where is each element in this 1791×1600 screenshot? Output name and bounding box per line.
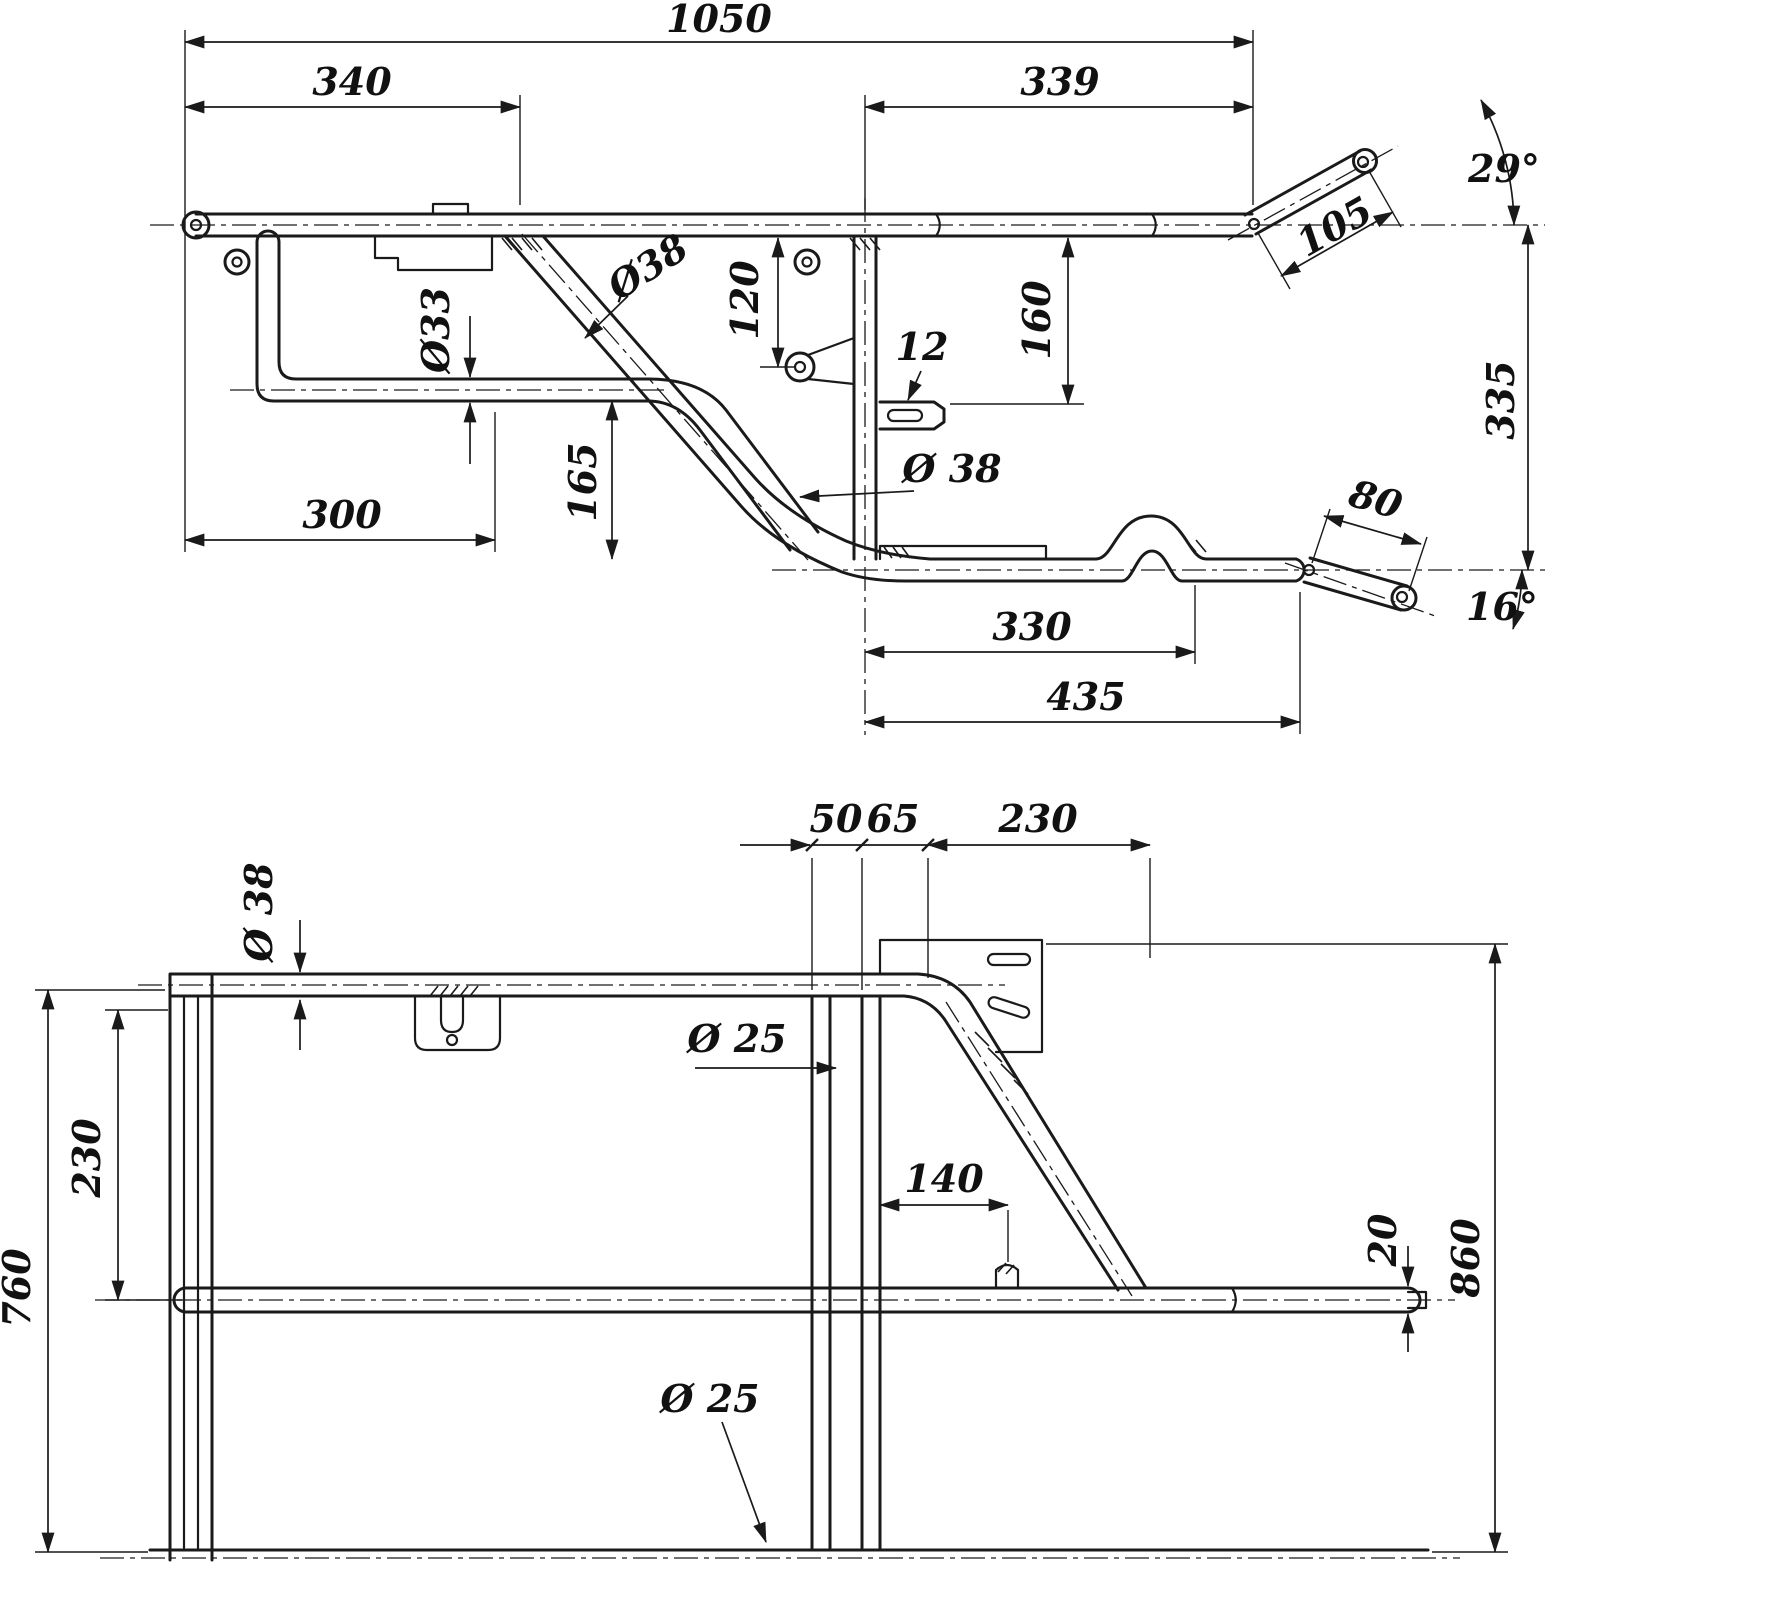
dim-mid-height: 230	[64, 1118, 109, 1199]
dim-rear-lower-a: 330	[992, 604, 1072, 649]
dim-front-lower: 300	[302, 492, 382, 537]
plan-view: Ø 38 50 65 230 Ø 25 230 760 140 860 20 Ø…	[0, 796, 1508, 1562]
side-view-tubes	[181, 148, 1418, 612]
dim-front-section: 340	[312, 59, 392, 104]
plan-view-tubes	[148, 938, 1430, 1562]
dim-lower-tube-dia: Ø33	[413, 287, 458, 375]
dim-rear-width: 230	[997, 796, 1078, 841]
side-view-weld-hatching	[501, 237, 1207, 559]
side-view-dimension-lines	[183, 35, 1535, 729]
dim-bracket-drop: 120	[722, 260, 767, 340]
dim-lower-height: 165	[560, 442, 605, 521]
dim-offset-a: 50	[810, 796, 863, 841]
dim-rear-section: 339	[1020, 59, 1099, 104]
dim-front-height: 760	[0, 1248, 39, 1328]
dim-end-dia: 20	[1360, 1213, 1405, 1267]
dim-clamp-offset: 140	[904, 1156, 984, 1201]
plan-view-dimension-labels: Ø 38 50 65 230 Ø 25 230 760 140 860 20 Ø…	[0, 796, 1488, 1421]
plan-view-dimension-lines	[41, 838, 1502, 1554]
dim-overall-length: 1050	[666, 0, 772, 41]
dim-mid-tube-dia: Ø 38	[900, 446, 1001, 491]
dim-top-tube-dia: Ø 38	[236, 862, 281, 963]
dim-bottom-tube-dia: Ø 25	[658, 1376, 759, 1421]
dim-offset-b: 65	[867, 796, 920, 841]
plan-view-weld-hatching	[429, 985, 1029, 1275]
dim-rear-drop: 160	[1014, 280, 1059, 360]
dim-strut-dia: Ø 25	[685, 1016, 786, 1061]
dim-rear-stub-angle: 16°	[1466, 584, 1538, 629]
side-view-extension-lines	[184, 30, 1428, 734]
dim-rear-height: 860	[1443, 1218, 1488, 1299]
dim-frame-height: 335	[1478, 360, 1523, 439]
dim-rear-lower-b: 435	[1046, 674, 1125, 719]
dim-slot-width: 12	[896, 324, 949, 369]
dim-head-angle: 29°	[1467, 146, 1540, 191]
plan-view-centerlines	[95, 984, 1460, 1559]
dim-rear-stub-length: 80	[1343, 470, 1408, 528]
side-view: 1050 340 339 29° 105 335 160 120 Ø38 Ø33…	[150, 0, 1545, 735]
